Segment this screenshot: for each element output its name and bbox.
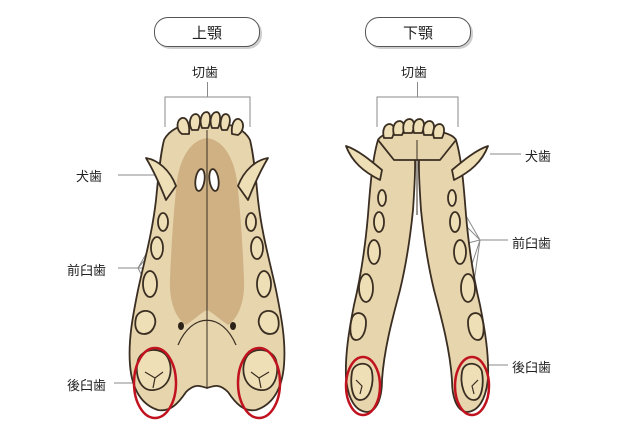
upper-molar-highlight-right xyxy=(236,346,282,420)
upper-canine-label: 犬歯 xyxy=(76,170,103,185)
lower-premolars-left xyxy=(349,189,387,341)
lower-molar-highlight-left xyxy=(344,355,382,417)
lower-canine-label: 犬歯 xyxy=(525,150,552,165)
upper-molar-highlight-left xyxy=(132,346,178,420)
upper-jaw xyxy=(128,111,286,412)
lower-molar-highlight-right xyxy=(453,355,491,417)
lower-premolar-leaders xyxy=(457,201,508,297)
lower-incisors xyxy=(382,118,445,139)
molar-highlights xyxy=(132,346,491,420)
upper-jaw-title-text: 上顎 xyxy=(191,23,222,42)
lower-incisor-label: 切歯 xyxy=(401,66,428,81)
lower-jaw-title-text: 下顎 xyxy=(402,23,433,42)
lower-molars xyxy=(350,362,484,401)
lower-premolars-right xyxy=(447,189,485,341)
lower-canine-left xyxy=(345,145,383,181)
lower-canine-right xyxy=(451,145,489,181)
upper-premolar-label: 前臼歯 xyxy=(67,264,107,279)
upper-incisor-bracket xyxy=(164,82,251,127)
upper-premolars-right xyxy=(245,212,280,335)
upper-jaw-title: 上顎 xyxy=(154,17,260,47)
upper-incisor-label: 切歯 xyxy=(192,66,219,81)
upper-canine-left xyxy=(145,157,177,201)
upper-canine-right xyxy=(237,157,269,201)
lower-jaw-title: 下顎 xyxy=(365,17,471,47)
lower-molar-label: 後臼歯 xyxy=(512,361,552,376)
upper-premolars-left xyxy=(134,212,169,335)
lower-premolar-label: 前臼歯 xyxy=(512,237,552,252)
lower-jaw-left-bone xyxy=(344,139,416,413)
upper-molars xyxy=(135,349,279,391)
upper-molar-label: 後臼歯 xyxy=(67,379,107,394)
upper-incisors xyxy=(176,111,244,136)
lower-incisor-bracket xyxy=(376,82,459,127)
lower-jaw xyxy=(344,118,490,413)
